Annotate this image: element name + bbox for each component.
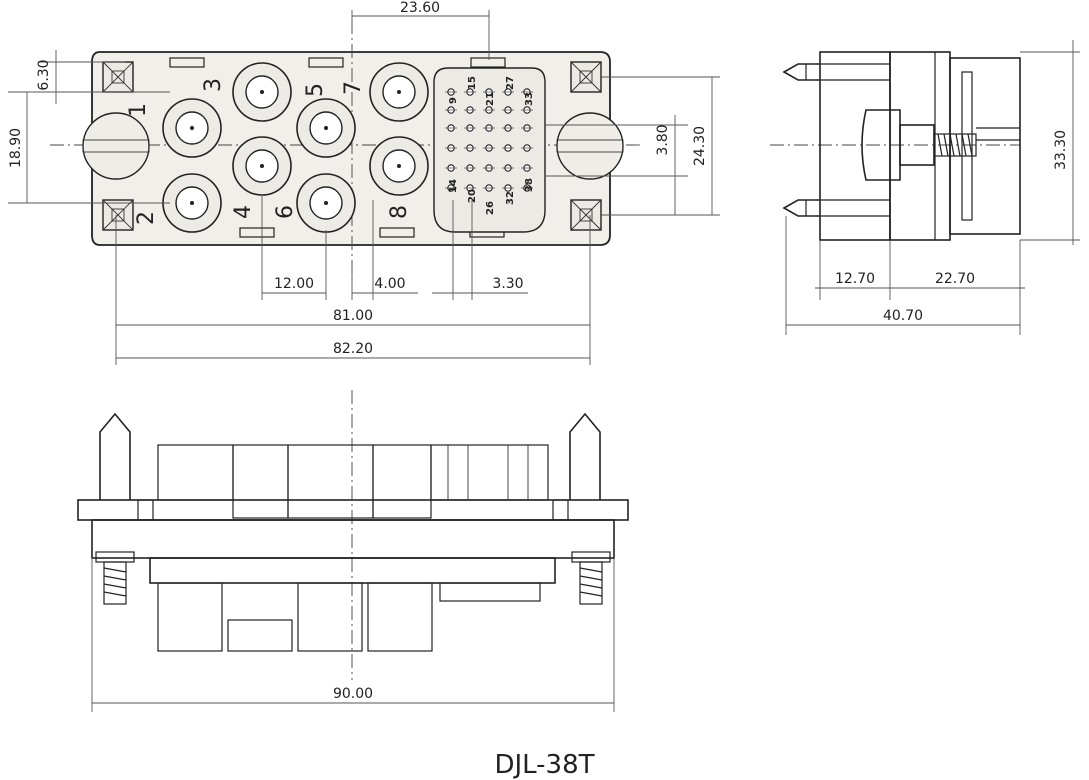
contact-label-5: 5	[303, 83, 328, 97]
guide-pin-bottom	[782, 199, 820, 217]
bottom-guide-pin-left	[99, 412, 131, 500]
corner-marker-bl	[102, 199, 134, 231]
bottom-contact-4	[367, 582, 433, 652]
bottom-flange	[77, 499, 629, 521]
insert-block-4	[372, 444, 432, 519]
contact-4	[232, 136, 292, 196]
signal-label-14: 14	[448, 179, 459, 193]
dim-right-small: 3.80	[655, 124, 671, 155]
corner-marker-tl	[102, 61, 134, 93]
signal-label-15: 15	[467, 76, 478, 90]
insert-block-1	[157, 444, 234, 501]
contact-label-2: 2	[134, 211, 159, 225]
bottom-screw-left	[95, 551, 135, 605]
contact-7	[369, 62, 429, 122]
contact-label-6: 6	[273, 205, 298, 219]
dim-signal-pitch: 3.30	[492, 276, 523, 292]
contact-2	[162, 173, 222, 233]
dim-side-height: 33.30	[1053, 130, 1069, 170]
bottom-contact-2	[227, 619, 293, 652]
signal-label-32: 32	[505, 191, 516, 205]
contact-3	[232, 62, 292, 122]
signal-label-26: 26	[485, 201, 496, 215]
signal-label-9: 9	[448, 97, 459, 104]
bottom-screw-right	[571, 551, 611, 605]
dim-left-height: 18.90	[8, 128, 24, 168]
signal-label-21: 21	[485, 92, 496, 106]
dim-small-offset: 4.00	[374, 276, 405, 292]
coding-slot	[169, 57, 205, 68]
dim-bottom-width: 90.00	[333, 686, 373, 702]
bottom-view: 90.00	[77, 390, 629, 712]
contact-label-8: 8	[387, 205, 412, 219]
contact-8	[369, 136, 429, 196]
dim-top-width: 23.60	[400, 0, 440, 16]
drawing-title: DJL-38T	[494, 750, 595, 780]
signal-label-27: 27	[505, 76, 516, 90]
dim-left-small: 6.30	[36, 59, 52, 90]
dim-overall-width: 82.20	[333, 341, 373, 357]
front-view: 1 2 3 4 5 6 7 8 9 15 21 27 33 14 20 26 3…	[8, 0, 720, 365]
insert-block-3	[287, 444, 374, 519]
bottom-signal-block	[439, 582, 541, 602]
mounting-hole-right	[556, 112, 624, 180]
mounting-hole-left	[82, 112, 150, 180]
coding-slot	[379, 227, 415, 238]
dim-total-depth: 40.70	[883, 308, 923, 324]
signal-label-33: 33	[524, 92, 535, 106]
dim-pin-pitch: 12.00	[274, 276, 314, 292]
guide-pin-top	[782, 63, 820, 81]
corner-marker-tr	[570, 61, 602, 93]
coding-slot	[239, 227, 275, 238]
dim-right-height: 24.30	[692, 126, 708, 166]
coding-slot	[308, 57, 344, 68]
dim-hole-spacing: 81.00	[333, 308, 373, 324]
signal-pin-grid	[445, 88, 533, 192]
dim-front-depth: 12.70	[835, 271, 875, 287]
side-body	[889, 51, 951, 241]
side-rear	[949, 57, 1021, 235]
contact-label-1: 1	[126, 103, 151, 117]
bottom-contact-1	[157, 582, 223, 652]
side-screw-head	[861, 109, 901, 181]
side-view: 33.30 12.70 22.70 40.70	[770, 40, 1080, 335]
side-screw-thread	[933, 133, 977, 157]
contact-5	[296, 98, 356, 158]
contact-6	[296, 173, 356, 233]
signal-label-20: 20	[467, 189, 478, 203]
contact-label-3: 3	[201, 78, 226, 92]
insert-block-signal	[430, 444, 549, 501]
bottom-guide-pin-right	[569, 412, 601, 500]
contact-label-4: 4	[231, 205, 256, 219]
contact-1	[162, 98, 222, 158]
corner-marker-br	[570, 199, 602, 231]
insert-block-2	[232, 444, 289, 519]
contact-label-7: 7	[341, 81, 366, 95]
coding-slot	[470, 57, 506, 68]
bottom-plate	[91, 519, 615, 559]
bottom-contact-3	[297, 582, 363, 652]
signal-label-38: 38	[524, 178, 535, 192]
dim-rear-depth: 22.70	[935, 271, 975, 287]
